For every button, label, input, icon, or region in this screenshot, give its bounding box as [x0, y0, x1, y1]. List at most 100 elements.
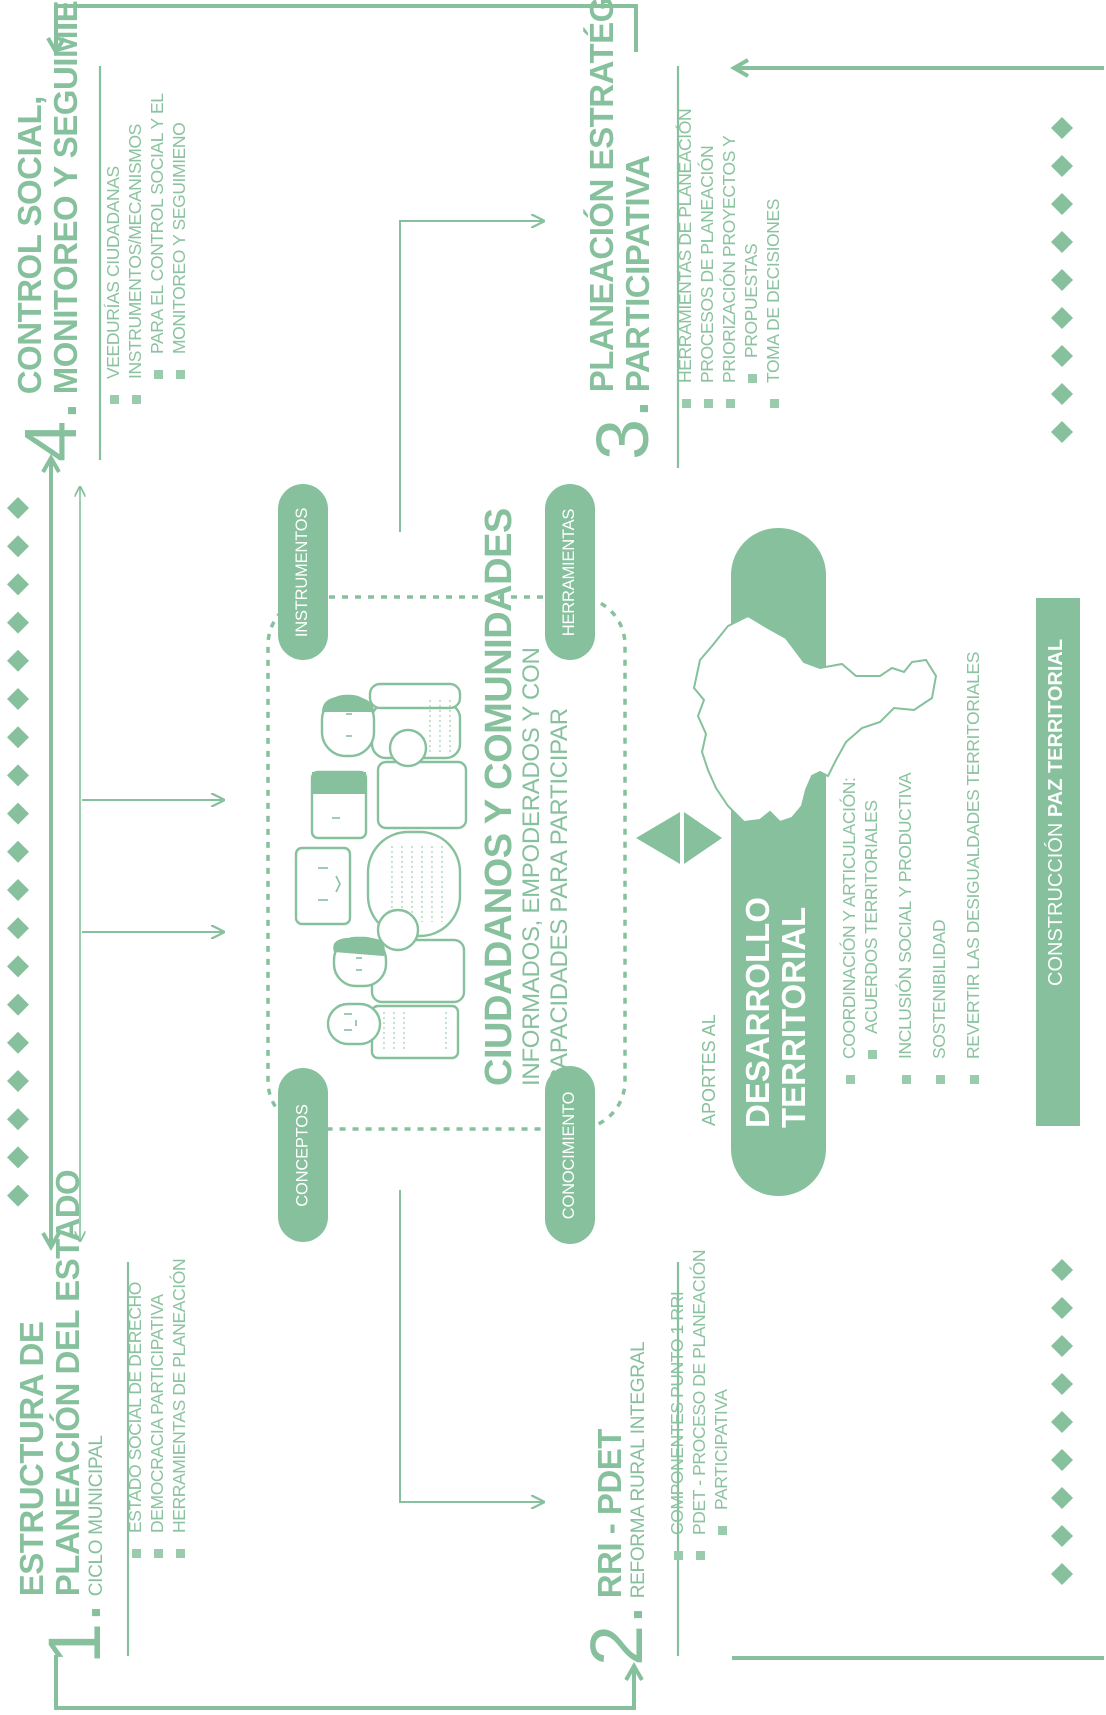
section-4: 4. CONTROL SOCIAL, MONITOREO Y SEGUIMIEN… — [9, 0, 190, 462]
diamond-icon — [1051, 1259, 1073, 1281]
pill-label: INSTRUMENTOS — [293, 507, 312, 637]
list-item: REVERTIR LAS DESIGUALDADES TERRITORIALES — [962, 652, 984, 1084]
list-item: PDET - PROCESO DE PLANEACIÓN — [688, 1250, 710, 1560]
diamond-icon — [1051, 1449, 1073, 1471]
center-title: CIUDADANOS Y COMUNIDADES — [478, 508, 520, 1086]
diamond-icon — [7, 1146, 29, 1169]
territorial-title: DESARROLLO TERRITORIAL — [739, 897, 812, 1128]
section-3-title-line-2: PARTICIPATIVA — [619, 155, 656, 393]
diamond-icon — [1051, 117, 1073, 139]
section-3: 3. PLANEACIÓN ESTRATÉGICA PARTICIPATIVA … — [581, 0, 784, 460]
territorial-list: COORDINACIÓN Y ARTICULACIÓN: ACUERDOS TE… — [838, 652, 984, 1084]
bidirectional-arrow-icon — [636, 812, 722, 864]
section-1-subtitle: CICLO MUNICIPAL — [86, 1435, 107, 1597]
diamond-icon — [1051, 1297, 1073, 1319]
territorial-title-line-1: DESARROLLO — [739, 897, 776, 1128]
center-subtitle-line-2: CAPACIDADES PARA PARTICIPAR — [546, 708, 573, 1086]
diamond-icon — [1051, 345, 1073, 367]
list-item: COORDINACIÓN Y ARTICULACIÓN: — [838, 652, 860, 1084]
diamond-icon — [7, 993, 29, 1016]
diamond-icon — [7, 649, 29, 672]
center-dashed-frame — [266, 595, 627, 1131]
diamond-icon — [7, 1184, 29, 1207]
diamond-icon — [1051, 383, 1073, 405]
citizens-illustration — [294, 682, 468, 1060]
list-item-continuation: PROPUESTAS — [740, 0, 762, 408]
section-2-title: RRI - PDET — [591, 1429, 628, 1599]
list-item: TOMA DE DECISIONES — [762, 0, 784, 408]
diamond-icon — [7, 688, 29, 710]
list-item-text: MONITOREO Y SEGUIMIENO — [169, 122, 189, 354]
section-2-subtitle: REFORMA RURAL INTEGRAL — [628, 1341, 649, 1599]
diamond-icon — [7, 840, 29, 863]
pill-label: CONCEPTOS — [293, 1103, 312, 1207]
list-item-continuation: PARA EL CONTROL SOCIAL Y EL — [146, 0, 168, 404]
diamond-icon — [1051, 193, 1073, 215]
list-item: ESTADO SOCIAL DE DERECHO — [124, 1170, 146, 1558]
list-item: INSTRUMENTOS/MECANISMOS — [124, 0, 146, 404]
section-4-title-line-1: CONTROL SOCIAL, — [11, 96, 48, 395]
list-item-continuation: ACUERDOS TERRITORIALES — [860, 652, 882, 1084]
section-1: 1. ESTRUCTURA DE PLANEACIÓN DEL ESTADO C… — [13, 1169, 190, 1664]
center-text: CIUDADANOS Y COMUNIDADES INFORMADOS, EMP… — [478, 508, 574, 1086]
list-item-text: PARA EL CONTROL SOCIAL Y EL — [147, 93, 167, 354]
banner-text-normal: CONSTRUCCIÓN — [1045, 817, 1067, 986]
outer-flow-lines — [46, 4, 1104, 1710]
list-item-text: PROPUESTAS — [741, 243, 761, 358]
diamond-icon — [7, 955, 29, 978]
diamond-icon — [7, 497, 29, 519]
list-item: PROCESOS DE PLANEACIÓN — [696, 0, 718, 408]
pill-instrumentos: INSTRUMENTOS — [278, 484, 328, 660]
list-item: SOSTENIBILIDAD — [928, 652, 950, 1084]
list-item: COMPONENTES PUNTO 1 RRI — [666, 1250, 688, 1560]
territorial-prefix: APORTES AL — [699, 1014, 719, 1126]
section-4-number: 4. — [9, 400, 92, 462]
paz-banner-text: CONSTRUCCIÓN PAZ TERRITORIAL — [1045, 639, 1067, 986]
diamond-icon — [1051, 1487, 1073, 1509]
list-item: PRIORIZACIÓN PROYECTOS Y — [718, 0, 740, 408]
list-item-continuation: MONITOREO Y SEGUIMIENO — [168, 0, 190, 404]
diamond-icon — [1051, 155, 1073, 177]
section-2: 2. RRI - PDET REFORMA RURAL INTEGRAL COM… — [575, 1250, 732, 1666]
diamond-icon — [1051, 231, 1073, 253]
list-item: HERRAMIENTAS DE PLANEACIÓN — [168, 1170, 190, 1558]
diamond-icon — [7, 535, 29, 558]
diamond-icon — [1051, 1335, 1073, 1357]
diamond-icon — [7, 1031, 29, 1054]
territorial-items: COORDINACIÓN Y ARTICULACIÓN: ACUERDOS TE… — [838, 652, 984, 1084]
diamond-icon — [7, 764, 29, 787]
diamond-icon — [7, 1108, 29, 1131]
section-3-number: 3. — [581, 398, 664, 460]
section-1-number: 1. — [33, 1602, 116, 1664]
diamond-icon — [1051, 307, 1073, 329]
list-item-text: ACUERDOS TERRITORIALES — [861, 800, 881, 1034]
list-item: DEMOCRACIA PARTICIPATIVA — [146, 1170, 168, 1558]
diamond-icon — [1051, 1563, 1073, 1585]
section-4-list: VEEDURÍAS CIUDADANAS INSTRUMENTOS/MECANI… — [102, 0, 190, 404]
diamond-icon — [1051, 269, 1073, 291]
diamond-column-right-bottom — [1051, 1259, 1073, 1585]
section-2-number: 2. — [575, 1604, 658, 1666]
section-1-title-line-1: ESTRUCTURA DE — [13, 1321, 50, 1597]
section-1-list: ESTADO SOCIAL DE DERECHO DEMOCRACIA PART… — [124, 1170, 190, 1558]
diamond-icon — [1051, 1373, 1073, 1395]
section-2-list: COMPONENTES PUNTO 1 RRI PDET - PROCESO D… — [666, 1250, 732, 1560]
center-subtitle-line-1: INFORMADOS, EMPODERADOS Y CON — [518, 647, 545, 1086]
section-1-title-line-2: PLANEACIÓN DEL ESTADO — [49, 1169, 86, 1597]
section-3-title-line-1: PLANEACIÓN ESTRATÉGICA — [583, 0, 620, 393]
diamond-icon — [7, 1070, 29, 1092]
diamond-icon — [7, 802, 29, 825]
paz-territorial-banner — [1036, 598, 1080, 1126]
diamond-icon — [7, 917, 29, 940]
pill-label: CONOCIMIENTO — [560, 1091, 579, 1219]
list-item: VEEDURÍAS CIUDADANAS — [102, 0, 124, 404]
list-item-continuation: PARTICIPATIVA — [710, 1250, 732, 1560]
diamond-icon — [7, 879, 29, 901]
pill-herramientas: HERRAMIENTAS — [545, 484, 595, 660]
list-item-text: PARTICIPATIVA — [711, 1389, 731, 1510]
list-item: INCLUSIÓN SOCIAL Y PRODUCTIVA — [894, 652, 916, 1084]
diamond-icon — [1051, 421, 1073, 443]
center-connectors — [82, 221, 542, 1502]
